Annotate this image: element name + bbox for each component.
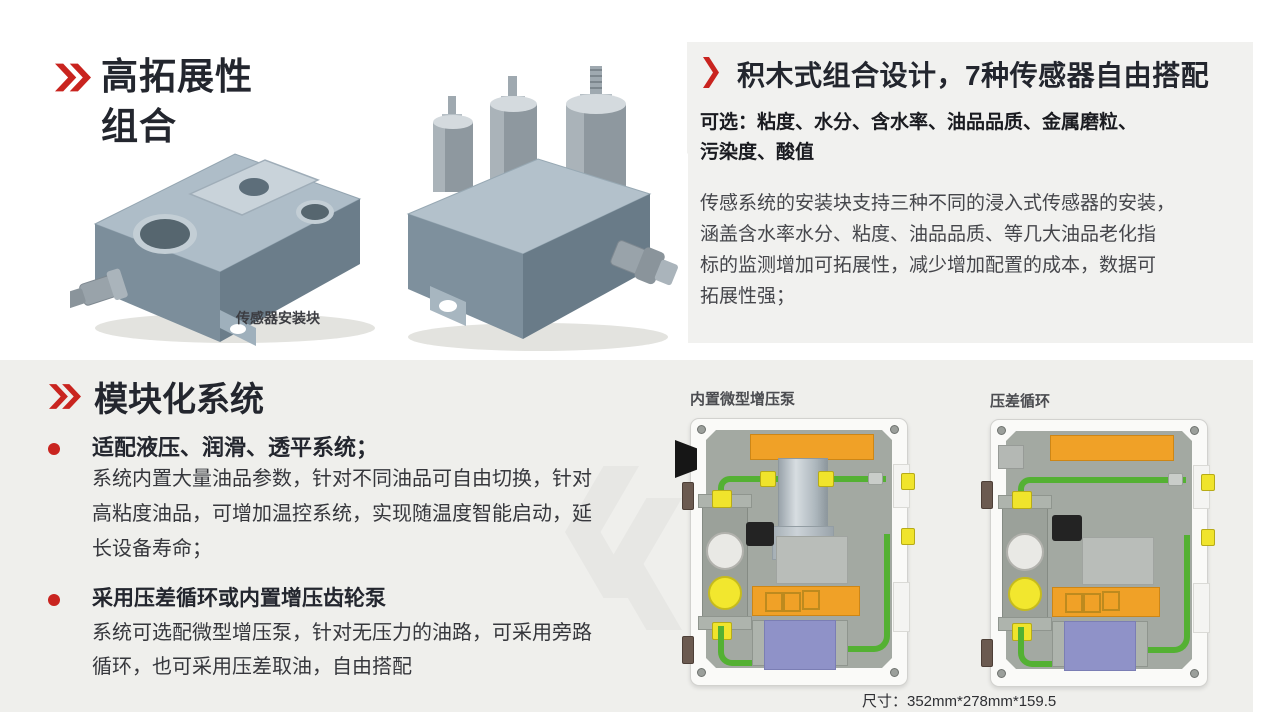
bullet-dot (48, 594, 60, 606)
side-tab (1193, 583, 1210, 633)
black-cylinder (1052, 515, 1082, 541)
lower-orange-module (1052, 587, 1160, 617)
green-tubing (1142, 535, 1190, 653)
sight-glass (706, 532, 744, 570)
side-tab (893, 582, 910, 632)
bullet-body: 系统内置大量油品参数，针对不同油品可自由切换，针对 高粘度油品，可增加温控系统，… (92, 468, 592, 560)
device-diagram-pump (675, 418, 915, 686)
lower-orange-module (752, 586, 860, 616)
port-stub (998, 445, 1024, 469)
inlet-cone (675, 440, 697, 478)
chevron-right-icon (703, 57, 719, 88)
top-orange-module (750, 434, 874, 460)
image-caption: 传感器安装块 (236, 310, 320, 326)
card-title: 高拓展性 组合 (101, 56, 253, 147)
bullet-body: 系统可选配微型增压泵，针对无压力的油路，可采用旁路 循环，也可采用压差取油，自由… (92, 622, 592, 678)
yellow-port (1008, 577, 1042, 611)
bullet-dot (48, 443, 60, 455)
expandability-card: 高拓展性 组合 (0, 26, 688, 356)
sensor-block-with-sensors-render (406, 66, 678, 351)
green-tubing (1018, 627, 1066, 667)
card-title: 积木式组合设计，7种传感器自由搭配 (737, 60, 1210, 91)
sensor-cylinder-icon (433, 96, 473, 192)
black-cylinder (746, 522, 774, 546)
double-chevron-icon (55, 63, 91, 92)
filter-block (1064, 621, 1136, 671)
sensor-options-text: 可选：粘度、水分、含水率、油品品质、金属磨粒、 污染度、酸值 (700, 112, 1138, 163)
control-box (776, 536, 848, 584)
green-tubing (842, 534, 890, 652)
green-tubing (718, 626, 766, 666)
bullet-heading: 适配液压、润滑、透平系统； (92, 435, 379, 460)
filter-block (764, 620, 836, 670)
top-orange-module (1050, 435, 1174, 461)
building-block-card: 积木式组合设计，7种传感器自由搭配 可选：粘度、水分、含水率、油品品质、金属磨粒… (687, 42, 1253, 343)
tube-fitting (70, 268, 128, 311)
bullet-heading: 采用压差循环或内置增压齿轮泵 (92, 587, 386, 610)
sight-glass (1006, 533, 1044, 571)
dimensions-caption: 尺寸：352mm*278mm*159.5 (862, 693, 1057, 710)
tube-fitting (610, 240, 678, 286)
card-body-text: 传感系统的安装块支持三种不同的浸入式传感器的安装， 涵盖含水率水分、粘度、油品品… (700, 193, 1176, 307)
double-chevron-icon (49, 384, 81, 409)
device-label: 压差循环 (990, 393, 1051, 410)
yellow-port (708, 576, 742, 610)
sensor-cylinder-icon (490, 76, 537, 189)
sensor-block-render (70, 153, 375, 346)
device-label: 内置微型增压泵 (690, 391, 796, 408)
device-diagram-loop (981, 419, 1215, 687)
pump-cylinder (778, 458, 828, 530)
section-title: 模块化系统 (94, 381, 264, 419)
